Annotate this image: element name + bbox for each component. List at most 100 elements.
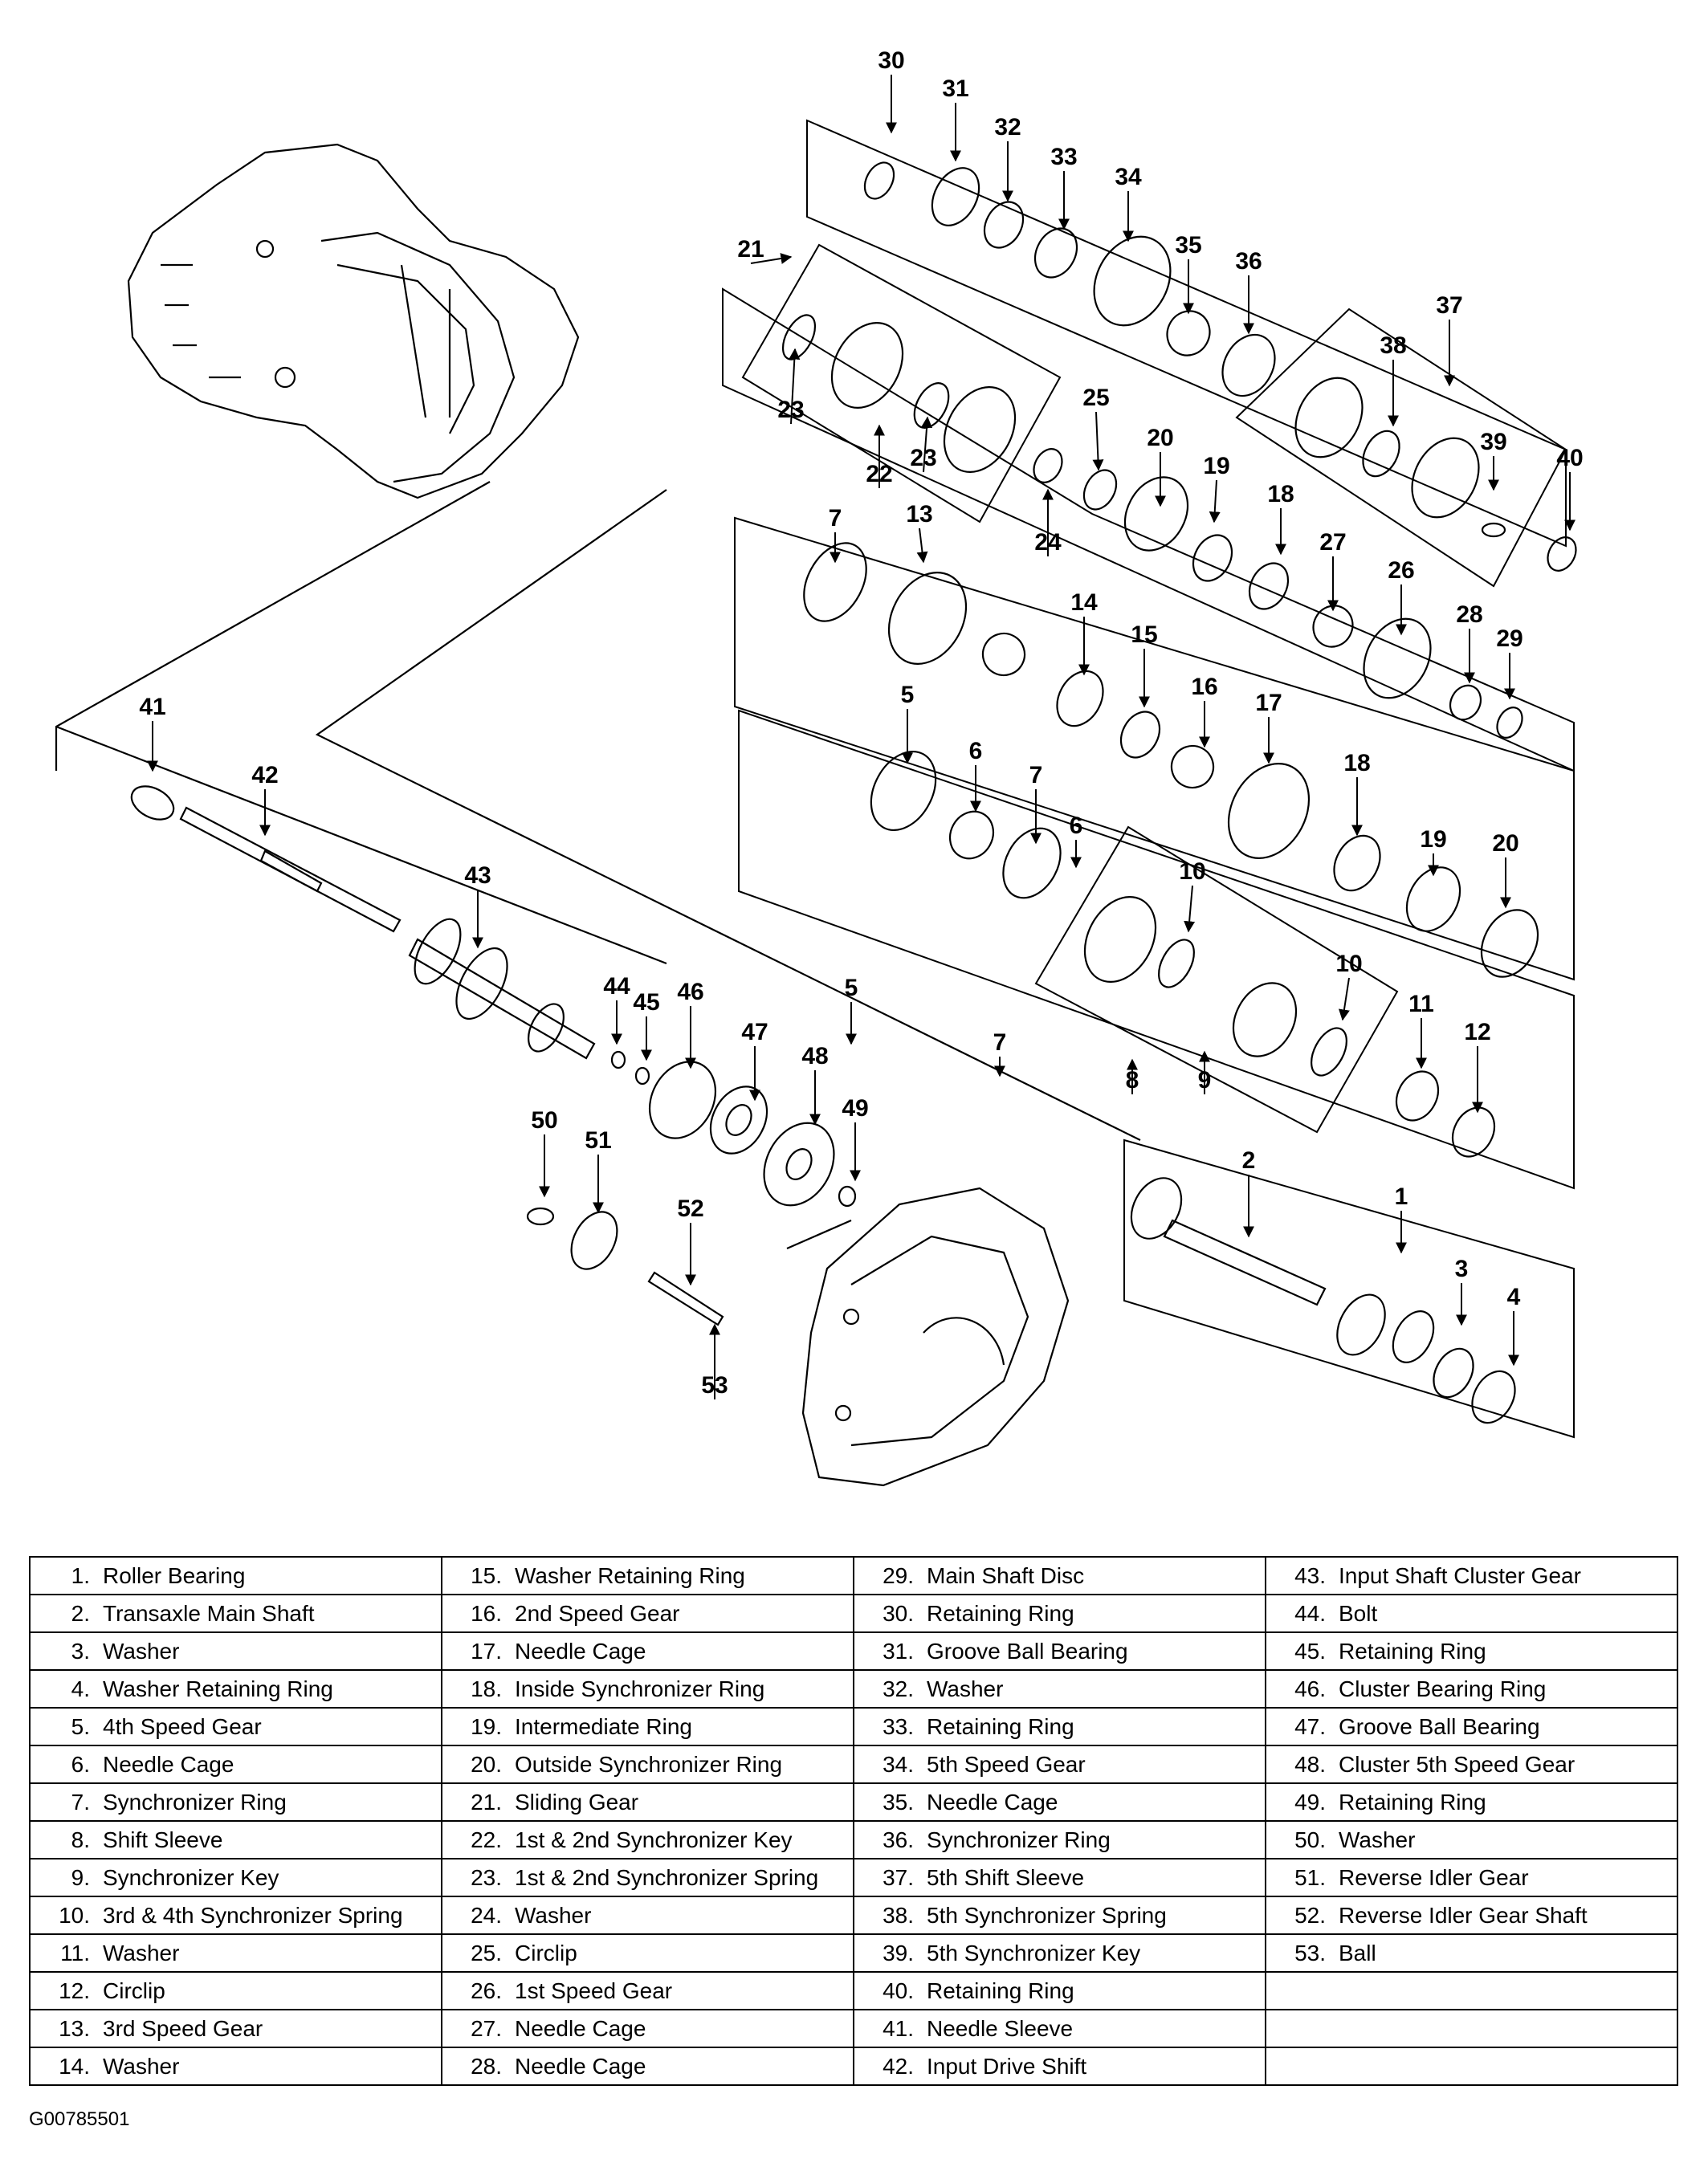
legend-label: Washer <box>927 1676 1004 1701</box>
legend-label: Washer <box>103 2053 180 2079</box>
legend-cell: 43.Input Shaft Cluster Gear <box>1265 1556 1678 1595</box>
legend-cell: 42.Input Drive Shift <box>853 2047 1266 2086</box>
legend-cell: 5.4th Speed Gear <box>29 1707 442 1746</box>
transaxle-case <box>786 1187 1070 1487</box>
panel-fifth-shift-sleeve <box>1235 308 1577 588</box>
legend-cell: 6.Needle Cage <box>29 1745 442 1784</box>
legend-cell: 18.Inside Synchronizer Ring <box>441 1669 854 1709</box>
legend-cell: 30.Retaining Ring <box>853 1594 1266 1633</box>
legend-cell: 19.Intermediate Ring <box>441 1707 854 1746</box>
callout-53: 53 <box>701 1372 728 1399</box>
callout-20: 20 <box>1147 425 1173 451</box>
callout-30: 30 <box>878 47 904 74</box>
legend-label: Needle Cage <box>515 2015 646 2041</box>
callout-37: 37 <box>1436 292 1462 319</box>
callout-49: 49 <box>842 1095 868 1122</box>
legend-label: Circlip <box>515 1940 577 1965</box>
callout-40: 40 <box>1556 445 1583 471</box>
legend-label: Washer <box>103 1940 180 1965</box>
legend-cell: 49.Retaining Ring <box>1265 1782 1678 1822</box>
legend-label: Washer Retaining Ring <box>103 1676 333 1701</box>
legend-cell: 21.Sliding Gear <box>441 1782 854 1822</box>
callout-32: 32 <box>994 114 1021 141</box>
legend-cell: 22.1st & 2nd Synchronizer Key <box>441 1820 854 1859</box>
legend-cell: 51.Reverse Idler Gear <box>1265 1858 1678 1897</box>
legend-label: 1st Speed Gear <box>515 1978 673 2003</box>
legend-cell: 1.Roller Bearing <box>29 1556 442 1595</box>
legend-number: 13. <box>59 2015 90 2041</box>
callout-7: 7 <box>829 505 842 532</box>
legend-number: 8. <box>71 1827 90 1852</box>
callout-50: 50 <box>531 1107 557 1134</box>
legend-cell: 10.3rd & 4th Synchronizer Spring <box>29 1896 442 1935</box>
legend-cell: 24.Washer <box>441 1896 854 1935</box>
legend-cell: 12. Circlip <box>29 1971 442 2010</box>
legend-cell: 27.Needle Cage <box>441 2009 854 2048</box>
legend-number: 50. <box>1294 1827 1326 1852</box>
legend-label: 5th Synchronizer Spring <box>927 1902 1167 1928</box>
legend-number: 39. <box>883 1940 914 1965</box>
legend-cell: 14.Washer <box>29 2047 442 2086</box>
legend-number: 46. <box>1294 1676 1326 1701</box>
legend-number: 12. <box>59 1978 90 2003</box>
legend-cell: 33.Retaining Ring <box>853 1707 1266 1746</box>
callout-6: 6 <box>1070 813 1083 839</box>
legend-label: Cluster 5th Speed Gear <box>1339 1751 1576 1777</box>
legend-number: 7. <box>71 1789 90 1815</box>
legend-number: 42. <box>883 2053 914 2079</box>
legend-number: 47. <box>1294 1713 1326 1739</box>
legend-label: Outside Synchronizer Ring <box>515 1751 783 1777</box>
callout-48: 48 <box>801 1043 828 1069</box>
callout-leader-19 <box>1209 479 1221 523</box>
callout-4: 4 <box>1507 1284 1521 1310</box>
callout-26: 26 <box>1388 557 1414 584</box>
callout-18: 18 <box>1343 750 1370 776</box>
legend-cell: 45. Retaining Ring <box>1265 1631 1678 1671</box>
callout-11: 11 <box>1408 991 1434 1017</box>
callout-31: 31 <box>942 75 968 102</box>
legend-label: Sliding Gear <box>515 1789 639 1815</box>
legend-number: 45. <box>1294 1638 1326 1664</box>
legend-label: Retaining Ring <box>1339 1638 1486 1664</box>
callout-10: 10 <box>1335 951 1362 977</box>
legend-number: 48. <box>1294 1751 1326 1777</box>
callout-leader-13 <box>916 527 928 564</box>
callout-34: 34 <box>1115 164 1142 190</box>
legend-number: 29. <box>883 1562 914 1588</box>
callout-47: 47 <box>741 1019 768 1045</box>
legend-number: 38. <box>883 1902 914 1928</box>
callout-52: 52 <box>677 1196 703 1222</box>
legend-number: 41. <box>883 2015 914 2041</box>
legend-cell: 20.Outside Synchronizer Ring <box>441 1745 854 1784</box>
legend-number: 6. <box>71 1751 90 1777</box>
legend-cell: 41.Needle Sleeve <box>853 2009 1266 2048</box>
legend-cell: 38. 5th Synchronizer Spring <box>853 1896 1266 1935</box>
legend-number: 53. <box>1294 1940 1326 1965</box>
legend-label: Washer Retaining Ring <box>515 1562 745 1588</box>
legend-number: 28. <box>471 2053 502 2079</box>
legend-cell: 11.Washer <box>29 1933 442 1973</box>
legend-label: 4th Speed Gear <box>103 1713 262 1739</box>
legend-label: Bolt <box>1339 1600 1378 1626</box>
legend-cell: 25.Circlip <box>441 1933 854 1973</box>
figure-code: G00785501 <box>29 2108 130 2130</box>
callout-51: 51 <box>585 1127 611 1154</box>
legend-number: 18. <box>471 1676 502 1701</box>
callout-leader-21 <box>750 253 793 264</box>
legend-label: Circlip <box>103 1978 165 2003</box>
legend-cell: 7.Synchronizer Ring <box>29 1782 442 1822</box>
legend-label: 3rd Speed Gear <box>103 2015 263 2041</box>
legend-number: 3. <box>71 1638 90 1664</box>
legend-cell: 17.Needle Cage <box>441 1631 854 1671</box>
callout-2: 2 <box>1242 1147 1256 1174</box>
callout-28: 28 <box>1456 601 1482 628</box>
